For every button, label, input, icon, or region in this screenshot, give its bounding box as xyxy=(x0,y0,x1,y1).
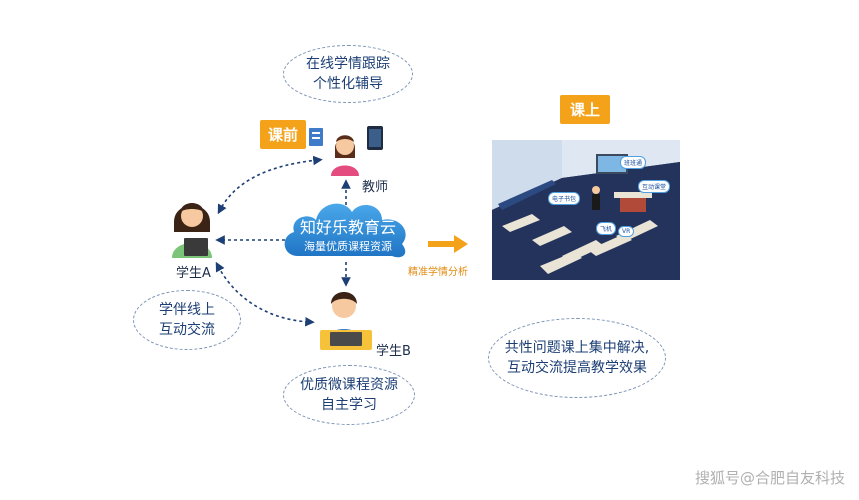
classroom-label-interactive-class: 互动课堂 xyxy=(638,180,671,193)
online-tracking-line1: 在线学情跟踪 xyxy=(306,56,390,72)
in-class-solution-bubble: 共性问题课上集中解决, 互动交流提高教学效果 xyxy=(488,318,666,398)
watermark: 搜狐号@合肥自友科技 xyxy=(694,469,845,487)
classroom-label-e-schoolbag: 电子书包 xyxy=(548,192,581,205)
in-class-solution-line1: 共性问题课上集中解决, xyxy=(504,340,650,356)
cloud-subtitle: 海量优质课程资源 xyxy=(304,240,392,253)
in-class-solution-line2: 互动交流提高教学效果 xyxy=(507,360,647,376)
cloud-title: 知好乐教育云 xyxy=(299,218,396,237)
student-b-label: 学生B xyxy=(376,344,411,359)
micro-course-line2: 自主学习 xyxy=(321,397,377,413)
online-tracking-bubble: 在线学情跟踪 个性化辅导 xyxy=(283,45,413,103)
analysis-arrow-label: 精准学情分析 xyxy=(408,267,468,278)
peer-interaction-bubble: 学伴线上 互动交流 xyxy=(133,290,241,350)
micro-course-bubble: 优质微课程资源 自主学习 xyxy=(283,365,415,425)
classroom-label-drone: 飞机 xyxy=(596,222,617,235)
student-a-label: 学生A xyxy=(176,266,211,281)
peer-interaction-line1: 学伴线上 xyxy=(159,302,215,318)
teacher-label: 教师 xyxy=(362,180,389,195)
student-b-illustration xyxy=(320,292,372,350)
online-tracking-line2: 个性化辅导 xyxy=(313,76,383,92)
peer-interaction-line2: 互动交流 xyxy=(159,322,215,338)
classroom-label-vr: VR xyxy=(618,226,635,237)
classroom-illustration: 班班通 互动课堂 电子书包 飞机 VR xyxy=(492,140,680,280)
student-a-illustration xyxy=(172,203,212,258)
micro-course-line1: 优质微课程资源 xyxy=(300,377,398,393)
analysis-arrow xyxy=(428,235,468,253)
classroom-label-banbantong: 班班通 xyxy=(620,156,647,169)
education-cloud-shape xyxy=(284,203,406,258)
teacher-illustration xyxy=(309,126,383,176)
in-class-tag: 课上 xyxy=(560,95,611,124)
pre-class-tag: 课前 xyxy=(260,120,307,149)
